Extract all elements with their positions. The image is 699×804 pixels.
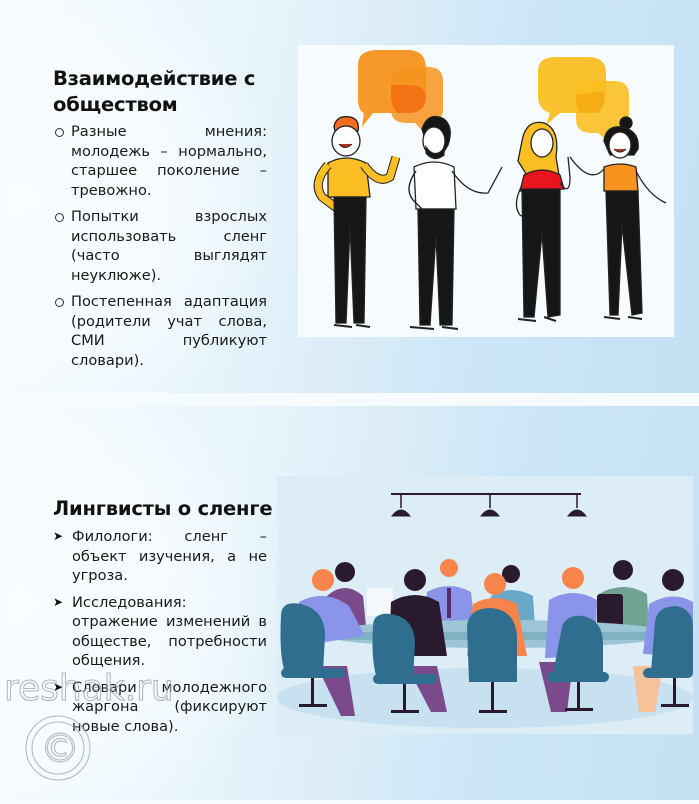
slide-society-interaction: Взаимодействие с обществом Разные мнения… xyxy=(0,0,699,393)
illustration-people-talking xyxy=(298,45,674,337)
list-item: Постепенная адаптация (родители учат сло… xyxy=(53,292,267,370)
slide-title-line2: обществом xyxy=(53,93,178,116)
list-item: Словари молодежного жаргона (фиксируют н… xyxy=(53,678,267,737)
person-figure xyxy=(515,121,571,322)
list-item: Разные мнения: молодежь – нормально, ста… xyxy=(53,122,267,200)
slide-title: Лингвисты о сленге xyxy=(53,496,273,522)
person-figure xyxy=(408,115,503,330)
meeting-image xyxy=(277,493,693,728)
list-item: Исследования: отражение изменений в обще… xyxy=(53,593,267,671)
slide-title: Взаимодействие с обществом xyxy=(53,66,255,118)
illustration-meeting xyxy=(277,476,693,734)
bullet-list: Филологи: сленг – объект изучения, а не … xyxy=(53,527,267,743)
lamp-icon xyxy=(390,493,588,517)
chair-icon xyxy=(280,603,693,713)
slide-title-line1: Лингвисты о сленге xyxy=(53,497,273,520)
person-figure xyxy=(313,116,401,328)
slide-title-line1: Взаимодействие с xyxy=(53,67,256,90)
person-figure xyxy=(569,116,667,320)
list-item: Филологи: сленг – объект изучения, а не … xyxy=(53,527,267,586)
people-talking-image xyxy=(313,50,667,330)
list-item: Попытки взрослых использовать сленг (час… xyxy=(53,207,267,285)
bullet-list: Разные мнения: молодежь – нормально, ста… xyxy=(53,122,267,377)
